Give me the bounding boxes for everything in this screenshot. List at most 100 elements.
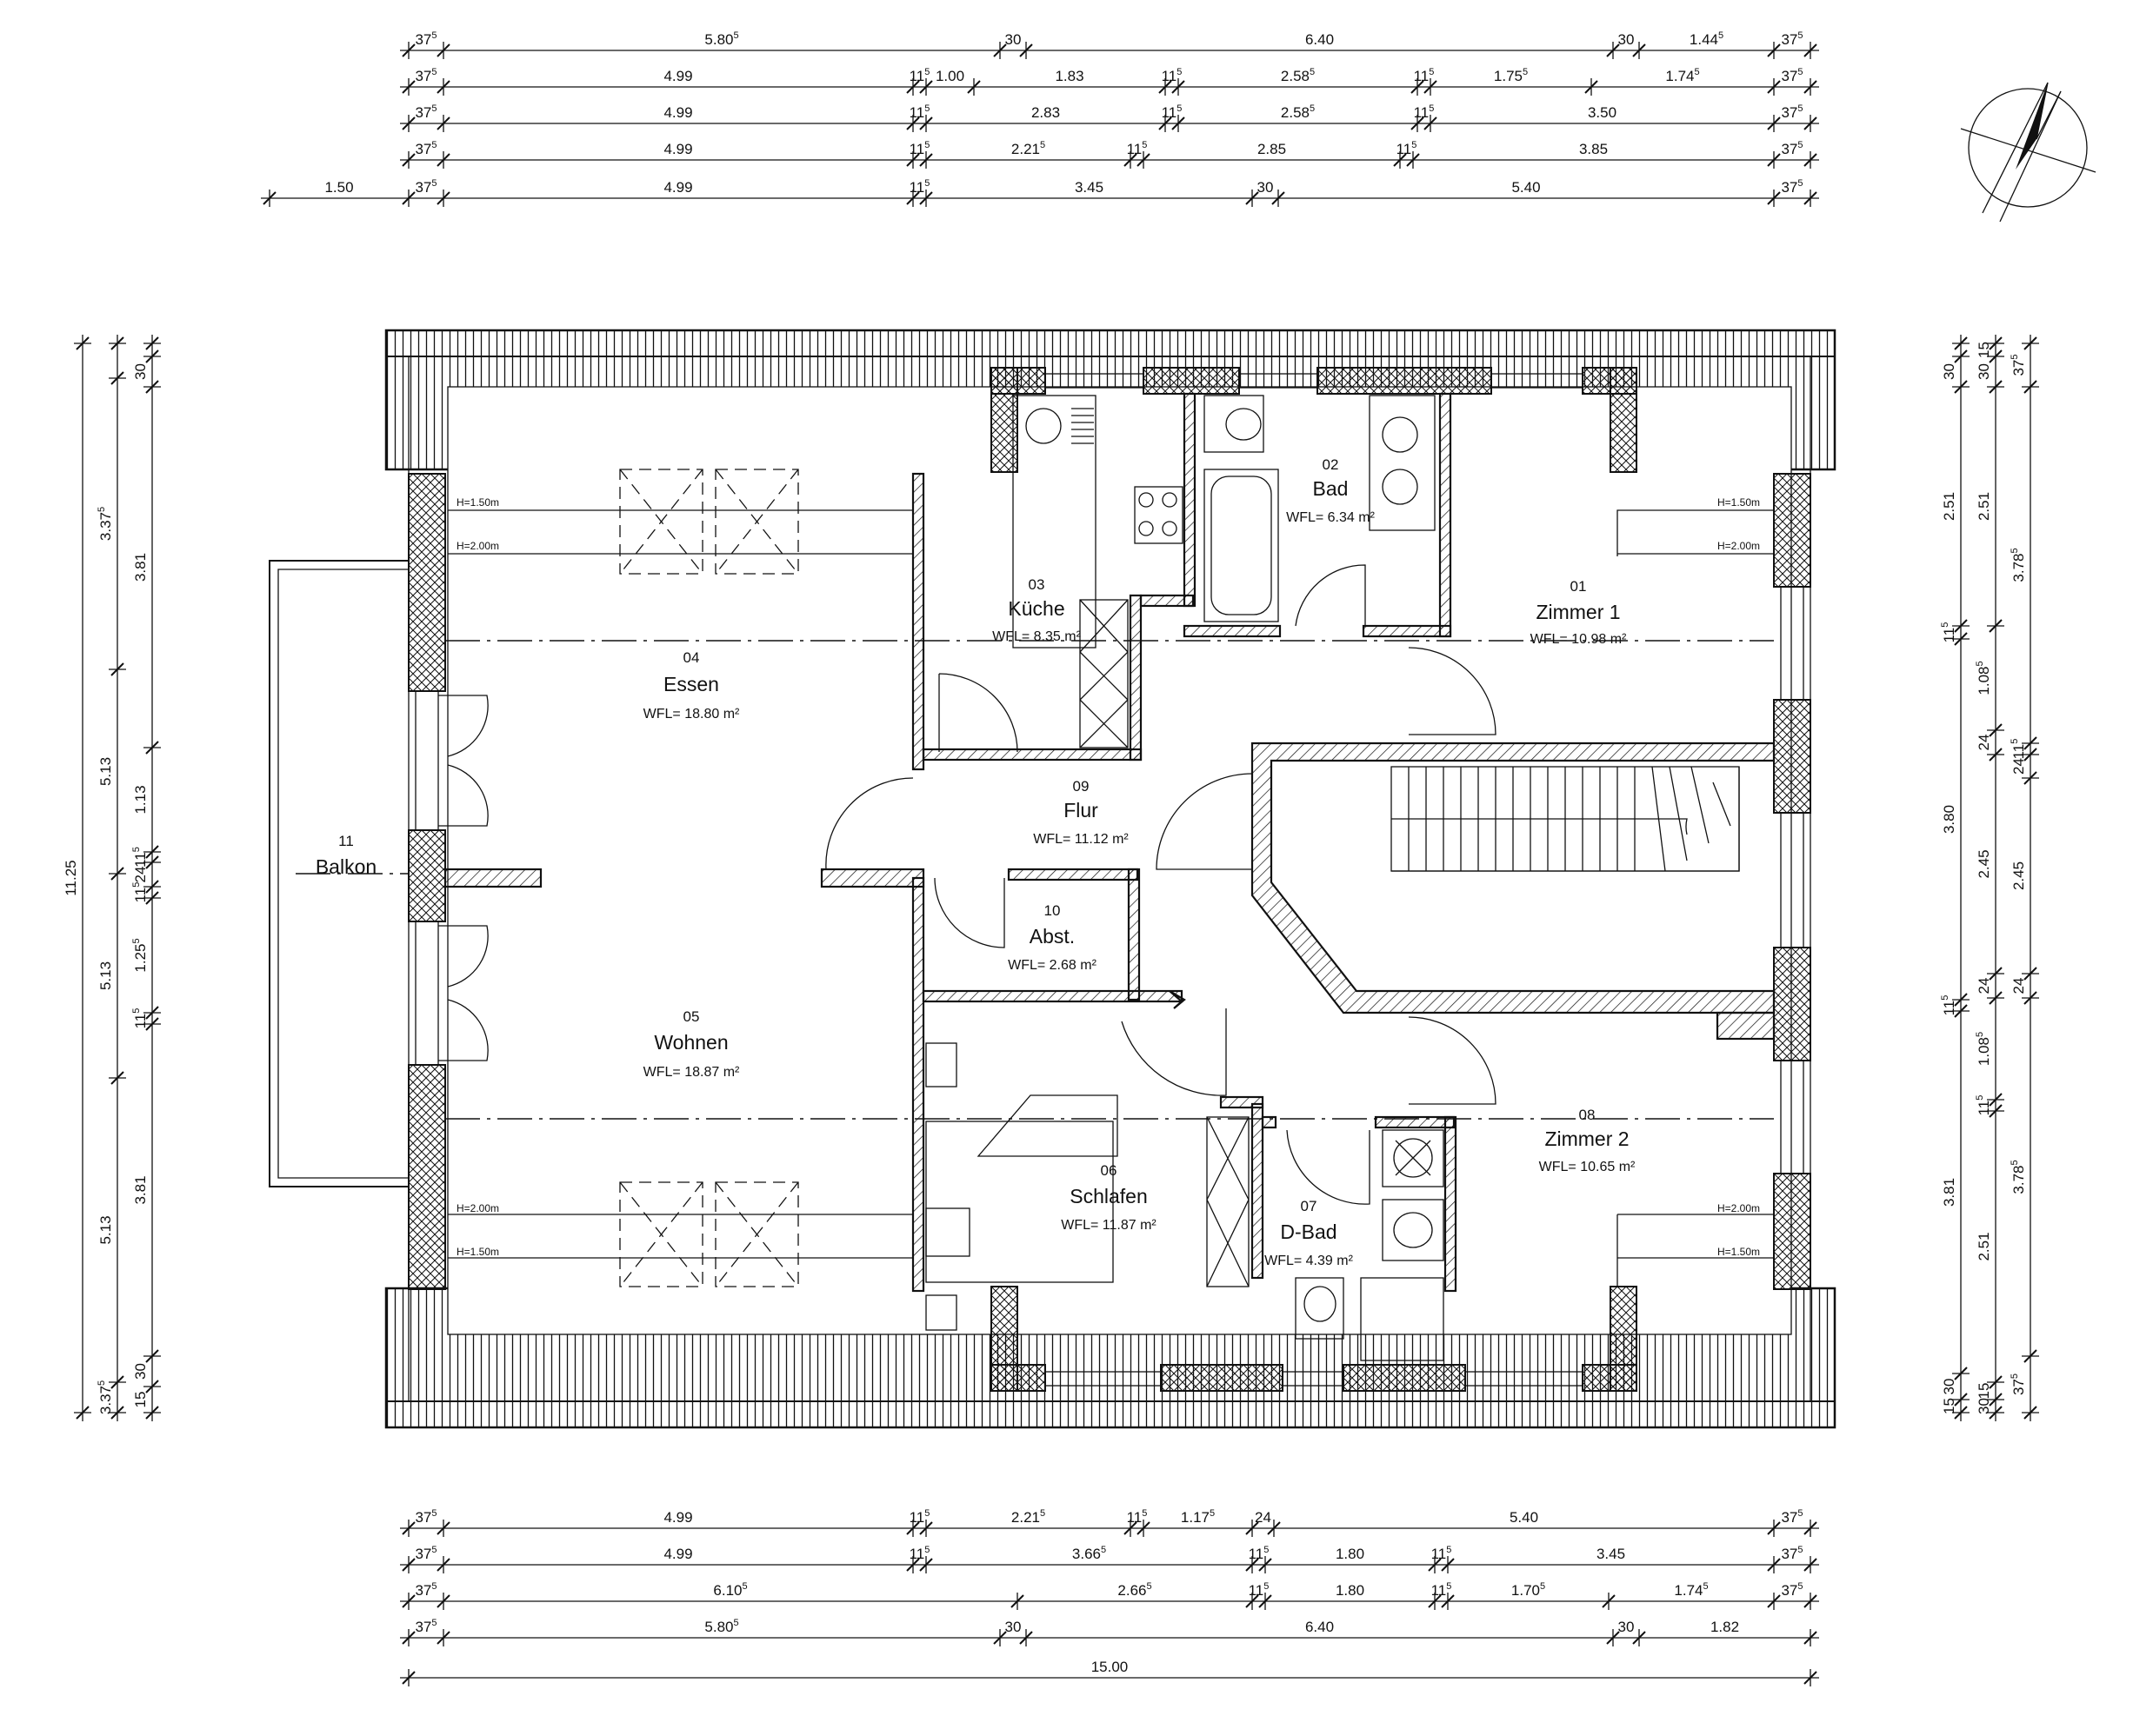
svg-text:WFL= 2.68 m²: WFL= 2.68 m² — [1008, 958, 1096, 973]
dim-value: 1.755 — [1494, 67, 1528, 84]
dim-value: 115 — [1162, 67, 1183, 84]
dim-value: 2.215 — [1011, 140, 1045, 157]
room-essen: 04 Essen WFL= 18.80 m² — [643, 649, 740, 722]
dim-value: 30 — [1941, 363, 1957, 380]
dim-value: 6.105 — [713, 1581, 747, 1599]
height-note: H=1.50m — [457, 1246, 499, 1258]
svg-text:WFL= 8.35 m²: WFL= 8.35 m² — [992, 629, 1081, 644]
room-zimmer-1: 01 Zimmer 1 WFL= 10.98 m² — [1530, 578, 1627, 647]
exterior-walls — [408, 367, 1811, 1392]
dim-value: 2.51 — [1976, 492, 1992, 521]
svg-text:Wohnen: Wohnen — [654, 1031, 728, 1054]
dim-value: 30 — [1618, 1619, 1635, 1635]
dim-value: 3.785 — [2010, 548, 2027, 582]
dim-value: 115 — [1162, 103, 1183, 121]
height-note: H=1.50m — [1717, 496, 1760, 509]
height-note: H=2.00m — [457, 1202, 499, 1214]
dim-value: 15 — [1976, 1383, 1992, 1400]
dim-value: 30 — [1976, 363, 1992, 380]
dim-value: 375 — [415, 140, 437, 157]
dim-value: 375 — [1781, 140, 1803, 157]
dim-value: 3.45 — [1075, 179, 1103, 196]
svg-text:02: 02 — [1323, 456, 1339, 473]
dim-value: 3.85 — [1579, 141, 1608, 157]
dim-value: 5.40 — [1511, 179, 1540, 196]
dim-value: 4.99 — [663, 141, 692, 157]
dim-value: 115 — [131, 1008, 149, 1029]
height-note: H=2.00m — [1717, 1202, 1760, 1214]
dim-value: 375 — [1781, 30, 1803, 48]
dim-value: 2.215 — [1011, 1508, 1045, 1526]
svg-text:WFL= 18.87 m²: WFL= 18.87 m² — [643, 1065, 740, 1080]
room-kueche: 03 Küche WFL= 8.35 m² — [992, 576, 1081, 644]
svg-text:11: 11 — [338, 833, 354, 849]
dim-value: 1.705 — [1511, 1581, 1545, 1599]
dim-value: 375 — [1781, 67, 1803, 84]
dim-value: 115 — [1940, 995, 1957, 1016]
room-bad: 02 Bad WFL= 6.34 m² — [1286, 456, 1375, 525]
dim-value: 24 — [2010, 978, 2027, 994]
dim-value: 24 — [2010, 758, 2027, 775]
dim-value: 115 — [1940, 622, 1957, 643]
dim-value: 115 — [1127, 140, 1148, 157]
dim-value: 2.585 — [1281, 67, 1315, 84]
dim-value: 1.83 — [1055, 68, 1083, 84]
dim-value: 1.085 — [1975, 661, 1992, 695]
dim-value: 115 — [1249, 1545, 1270, 1562]
dim-value: 24 — [1255, 1509, 1271, 1526]
dim-value: 375 — [1781, 103, 1803, 121]
balkon — [269, 560, 409, 1187]
dim-value: 30 — [132, 363, 149, 380]
dim-value: 3.50 — [1588, 104, 1616, 121]
dim-value: 15 — [1976, 342, 1992, 358]
dim-value: 115 — [1431, 1581, 1452, 1599]
room-flur: 09 Flur WFL= 11.12 m² — [1033, 778, 1129, 847]
dim-value: 5.13 — [97, 961, 114, 990]
height-note: H=1.50m — [457, 496, 499, 509]
svg-text:WFL= 11.12 m²: WFL= 11.12 m² — [1033, 832, 1129, 847]
dim-value: 3.375 — [97, 507, 114, 541]
dim-value: 1.50 — [324, 179, 353, 196]
svg-text:08: 08 — [1579, 1107, 1596, 1123]
dim-value: 115 — [131, 847, 149, 868]
dim-value: 115 — [1127, 1508, 1148, 1526]
dim-value: 2.45 — [2010, 861, 2027, 890]
dim-value: 5.805 — [704, 30, 738, 48]
height-note: H=1.50m — [1717, 1246, 1760, 1258]
dim-value: 3.785 — [2010, 1160, 2027, 1194]
dim-value: 115 — [1431, 1545, 1452, 1562]
dim-value: 3.81 — [1941, 1178, 1957, 1207]
dim-value: 115 — [910, 67, 930, 84]
svg-text:Zimmer 1: Zimmer 1 — [1536, 601, 1620, 623]
room-wohnen: 05 Wohnen WFL= 18.87 m² — [643, 1008, 740, 1080]
svg-text:WFL= 10.65 m²: WFL= 10.65 m² — [1539, 1160, 1636, 1174]
dim-value: 1.255 — [131, 938, 149, 972]
dim-value: 30 — [1618, 31, 1635, 48]
dim-value: 3.81 — [132, 553, 149, 582]
dim-value: 2.51 — [1976, 1232, 1992, 1260]
svg-text:10: 10 — [1044, 902, 1061, 919]
dim-value: 375 — [2010, 1374, 2027, 1395]
svg-text:04: 04 — [683, 649, 700, 666]
dim-value: 115 — [1249, 1581, 1270, 1599]
dim-value: 1.80 — [1336, 1546, 1364, 1562]
dim-value: 11.25 — [63, 860, 79, 895]
svg-text:Bad: Bad — [1313, 477, 1349, 500]
dim-value: 3.665 — [1072, 1545, 1106, 1562]
svg-text:Küche: Küche — [1008, 597, 1064, 620]
dim-value: 1.445 — [1690, 30, 1723, 48]
dim-value: 30 — [1976, 1398, 1992, 1414]
dim-value: 5.13 — [97, 1215, 114, 1244]
roof-windows — [619, 469, 799, 1287]
height-lines — [296, 509, 1774, 1287]
svg-text:WFL= 6.34 m²: WFL= 6.34 m² — [1286, 510, 1375, 525]
dim-value: 115 — [1396, 140, 1417, 157]
dim-value: 375 — [415, 30, 437, 48]
dim-value: 3.45 — [1596, 1546, 1625, 1562]
dim-value: 375 — [415, 1581, 437, 1599]
svg-text:Abst.: Abst. — [1030, 925, 1075, 948]
svg-text:09: 09 — [1073, 778, 1090, 795]
svg-text:Essen: Essen — [663, 673, 719, 695]
svg-text:06: 06 — [1101, 1162, 1117, 1179]
dim-value: 115 — [910, 178, 930, 196]
